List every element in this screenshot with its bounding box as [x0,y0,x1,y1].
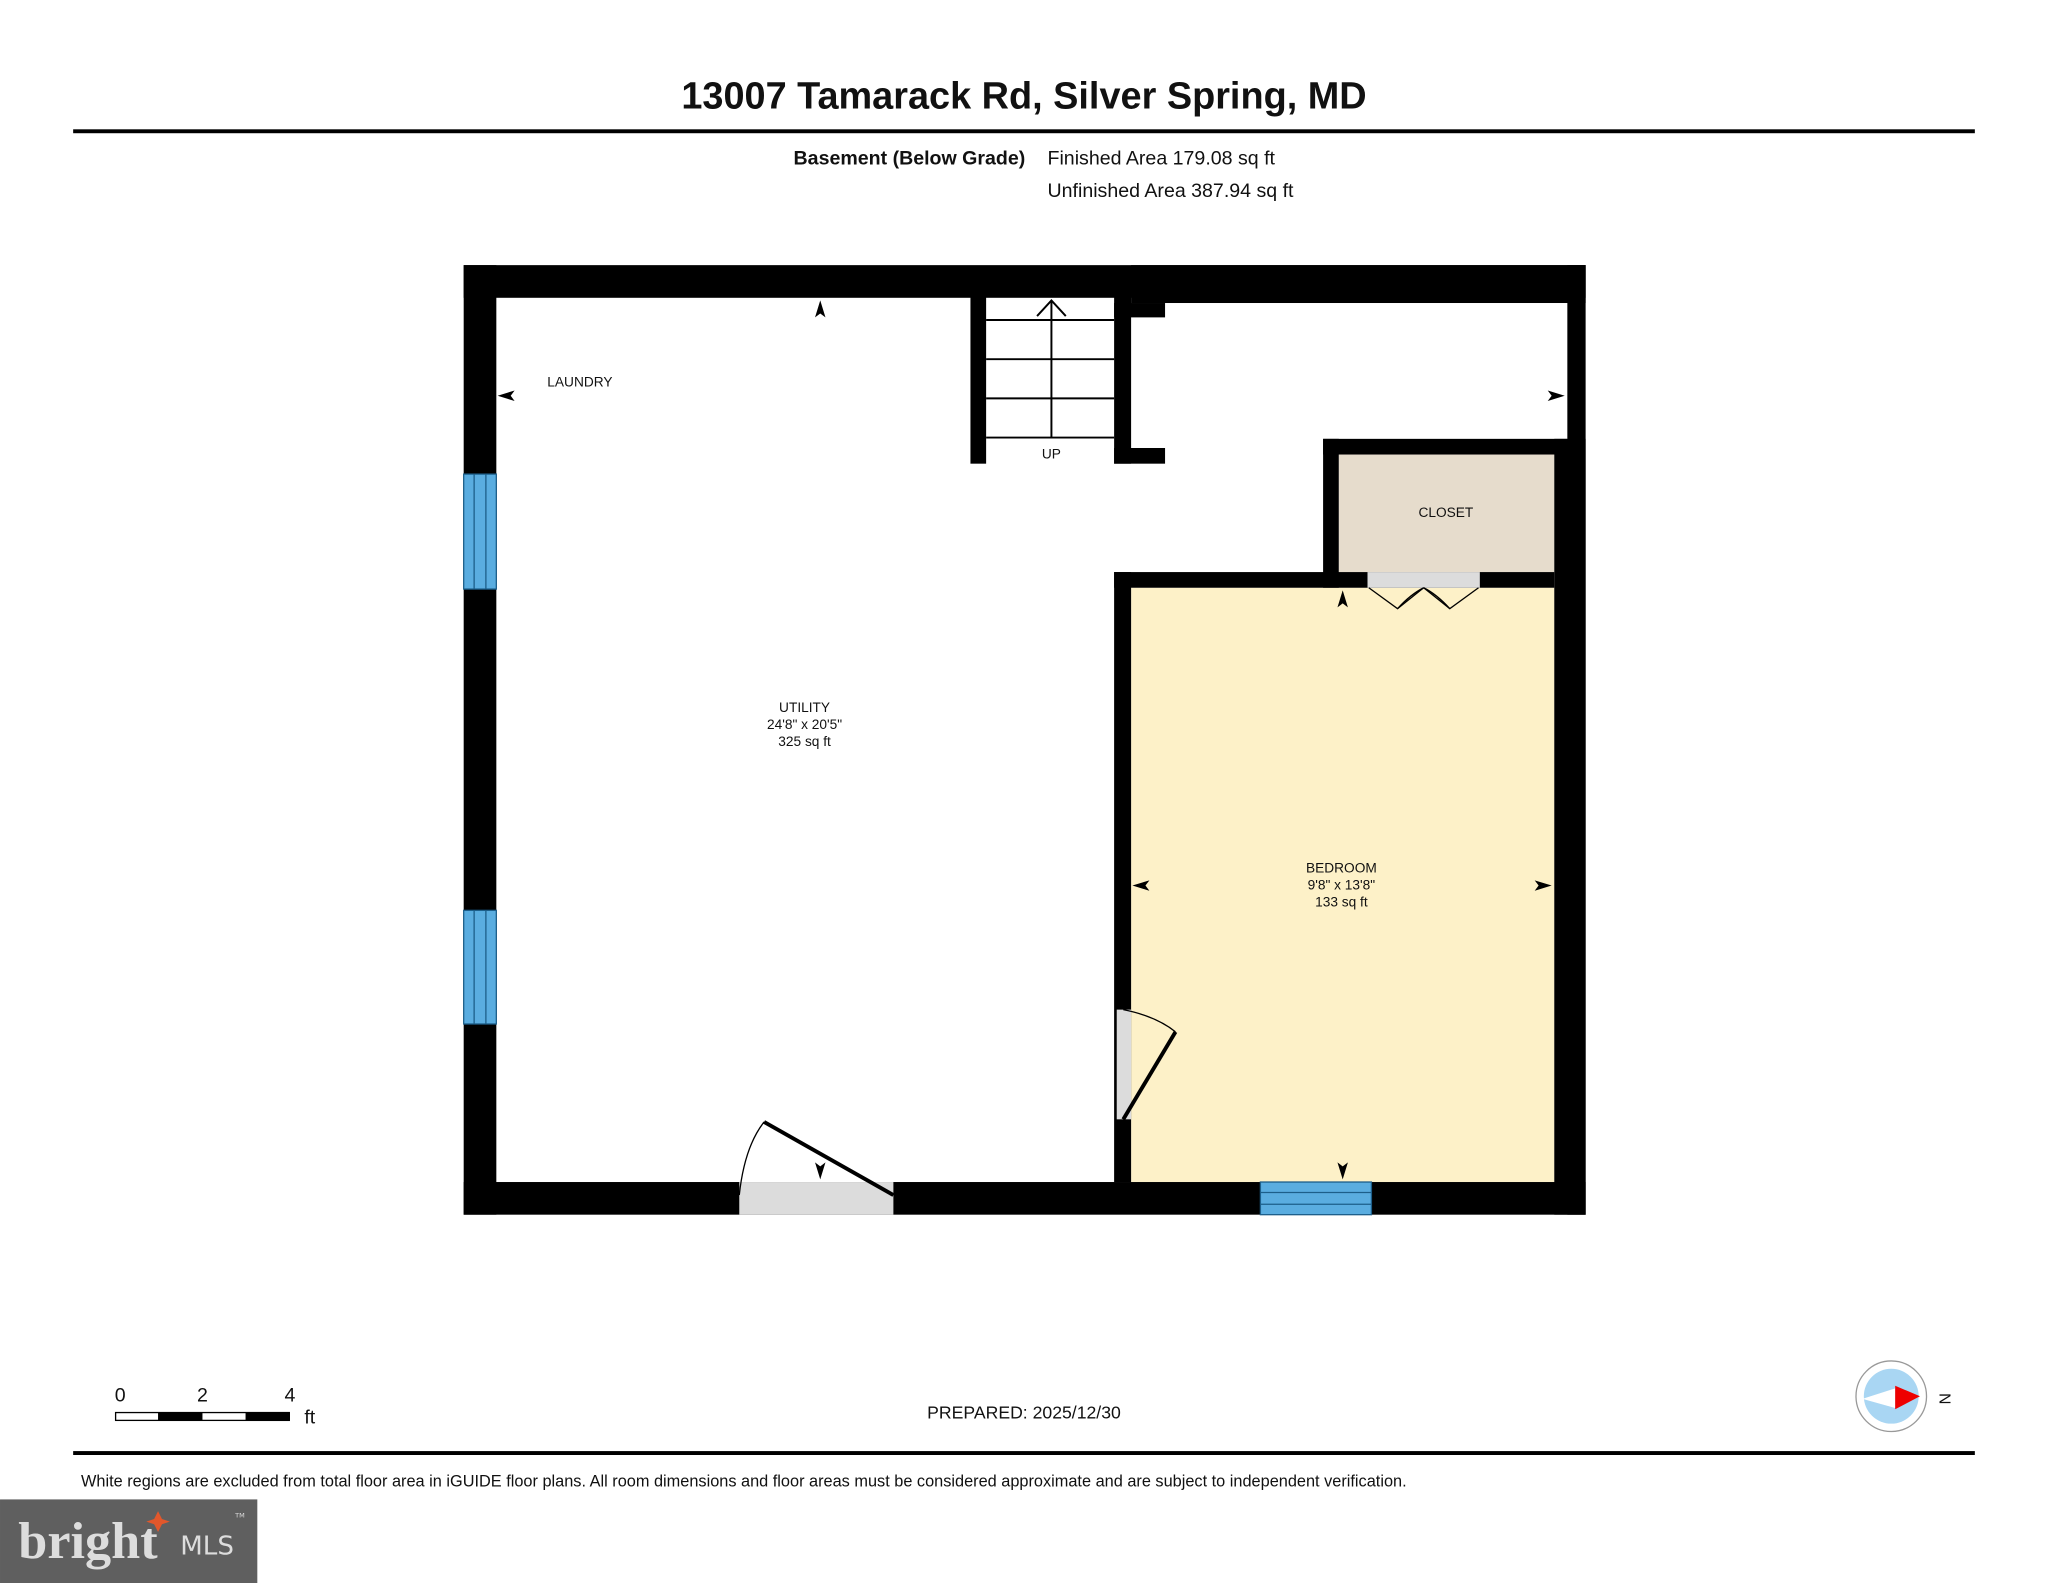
window-west-1 [463,473,497,590]
logo-wordmark: bright [18,1512,158,1570]
logo-suffix: MLS [180,1531,234,1561]
bedroom-area: 133 sq ft [1315,894,1368,909]
utility-dimensions: 24'8" x 20'5" [767,717,842,732]
floor-label: Basement (Below Grade) [794,148,1026,170]
finished-area: Finished Area 179.08 sq ft [1048,148,1276,170]
window-south [1259,1181,1373,1216]
windows [463,473,1373,1216]
scale-bar: 0 2 4 ft [115,1384,316,1428]
entry-door-gap [739,1182,894,1215]
scale-unit: ft [304,1407,315,1429]
unfinished-area: Unfinished Area 387.94 sq ft [1048,180,1295,202]
stairs [986,298,1115,439]
page-title: 13007 Tamarack Rd, Silver Spring, MD [681,75,1366,117]
door-swings [738,587,1479,1197]
footer-divider [73,1451,1975,1456]
scale-tick-2: 2 [197,1384,208,1406]
bedroom-door-gap [1116,1009,1132,1120]
bedroom-label: BEDROOM [1306,860,1377,875]
header-divider [73,129,1975,134]
closet-door-gap [1367,572,1480,588]
floor-plan: UP LAUNDRY UTILITY 24'8" x 20'5" 325 sq … [463,265,1586,1216]
bedroom-fill [1131,587,1555,1183]
scale-tick-0: 0 [115,1384,126,1406]
laundry-label: LAUNDRY [547,375,612,390]
compass-label: N [1936,1393,1953,1404]
disclaimer: White regions are excluded from total fl… [81,1472,1407,1490]
utility-label: UTILITY [779,700,830,715]
prepared-date: PREPARED: 2025/12/30 [927,1402,1121,1422]
dimension-arrows [497,300,1565,1180]
logo-trademark: TM [234,1512,245,1520]
closet-label: CLOSET [1418,505,1473,520]
bedroom-dimensions: 9'8" x 13'8" [1308,877,1376,892]
compass-north-icon: N [1855,1360,1953,1433]
bright-mls-logo: bright MLS TM [0,1499,258,1583]
logo-star-icon [146,1511,170,1533]
utility-area: 325 sq ft [778,734,831,749]
closet-fill [1338,454,1555,573]
window-west-2 [463,909,497,1025]
stairs-up-label: UP [1042,446,1061,461]
scale-tick-4: 4 [285,1384,296,1406]
